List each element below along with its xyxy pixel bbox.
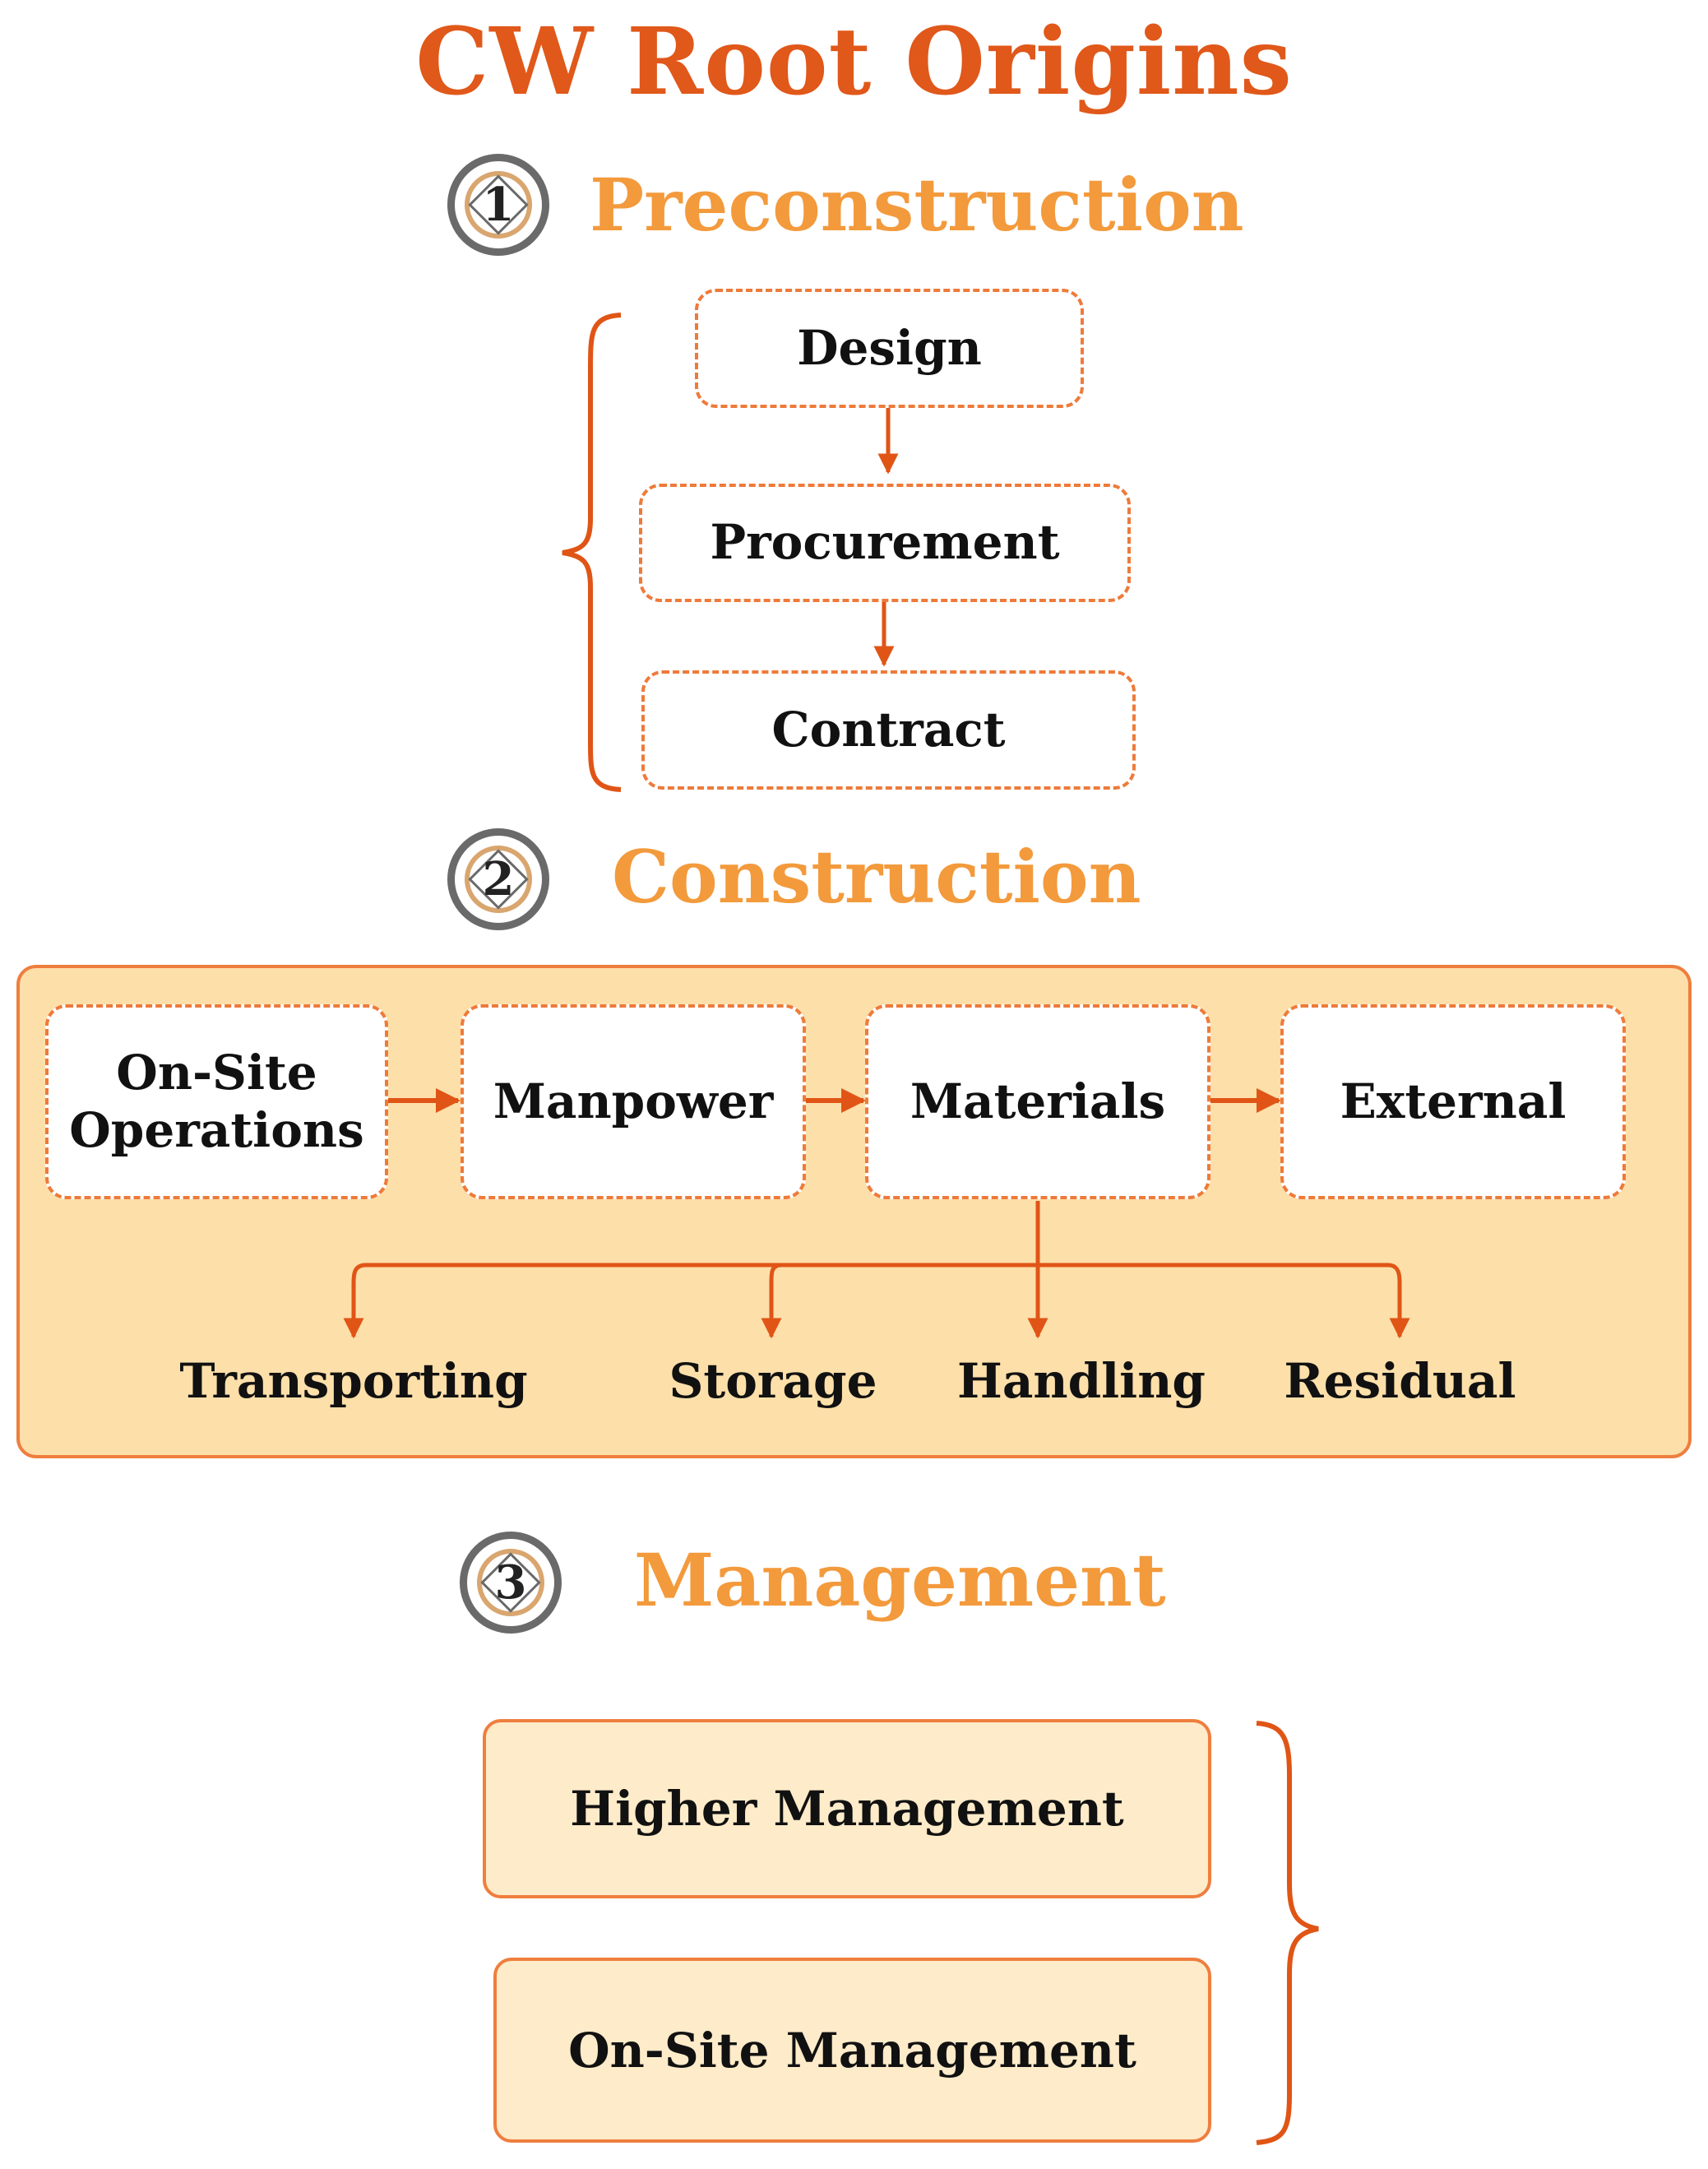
badge-ring [465,846,532,913]
management-brace [1256,1721,1319,2145]
node-design: Design [695,289,1084,408]
diagram-title: CW Root Origins [415,8,1293,116]
step-number: 3 [494,1555,527,1610]
section-title-management: Management [634,1537,1166,1623]
preconstruction-brace [562,313,622,792]
node-materials: Materials [865,1004,1210,1199]
node-on-site-operations: On-Site Operations [45,1004,388,1199]
step-number: 2 [482,852,515,906]
step-number: 1 [482,178,515,232]
node-transporting: Transporting [179,1353,528,1409]
step-2-badge: 2 [447,828,549,930]
badge-ring [465,171,532,239]
node-storage: Storage [669,1353,877,1409]
step-1-badge: 1 [447,154,549,256]
node-external: External [1280,1004,1626,1199]
node-manpower: Manpower [461,1004,806,1199]
node-higher-management: Higher Management [483,1719,1211,1898]
node-procurement: Procurement [639,484,1131,602]
section-title-preconstruction: Preconstruction [590,162,1244,248]
step-3-badge: 3 [460,1532,562,1634]
badge-ring [477,1549,544,1616]
node-handling: Handling [957,1353,1206,1409]
node-on-site-management: On-Site Management [493,1958,1211,2143]
section-title-construction: Construction [612,834,1141,920]
node-contract: Contract [641,670,1136,790]
node-residual: Residual [1284,1353,1516,1409]
